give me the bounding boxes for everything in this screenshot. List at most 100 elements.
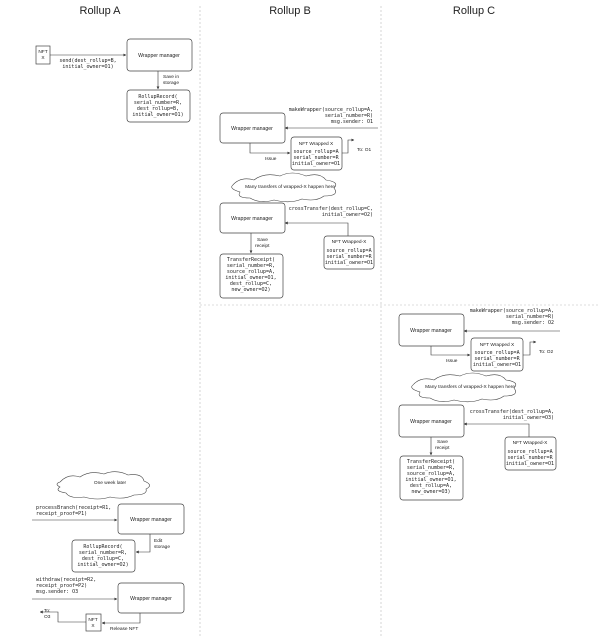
b-receipt-line1: TransferReceipt( <box>227 257 275 263</box>
send-call-line1: send(dest_rollup=B, <box>59 58 116 64</box>
nft-x-label-line2: X <box>41 55 45 61</box>
to-o3-arrow <box>39 610 86 623</box>
b-receipt-line3: source_rollup=A, <box>227 269 275 275</box>
b-nft2-title: NFT Wrapped-X <box>332 239 368 245</box>
c-make-wrapper-line3: msg.sender: O2 <box>512 320 554 326</box>
edit-label-line2: storage <box>154 544 170 550</box>
column-title-rollup-a: Rollup A <box>80 5 122 17</box>
release-arrow <box>101 613 141 625</box>
c-make-wrapper-line1: makeWrapper(source_rollup=A, <box>470 308 554 314</box>
b-to-o1-arrow <box>342 138 355 154</box>
withdraw-line1: withdraw(receipt=R2, <box>36 577 96 583</box>
c-wrapper-label: Wrapper manager <box>410 328 452 334</box>
b-receipt-line5: dest_rollup=C, <box>230 281 272 287</box>
b-receipt-line6: new_owner=O2) <box>231 287 270 293</box>
rollup-a-send-flow: NFT X send(dest_rollup=B, initial_owner=… <box>35 38 193 123</box>
b-save-line1: Save <box>257 237 268 243</box>
process-branch-line2: receipt_proof=P1) <box>36 511 87 517</box>
c-nft1-line2: serial_number=R <box>474 356 520 362</box>
c-cross-transfer-line2: initial_owner=O3) <box>503 415 554 421</box>
b-nft2-line2: serial_number=R <box>326 254 372 260</box>
record1-line2: serial_number=R, <box>134 100 182 106</box>
c-nft1-title: NFT Wrapped X <box>480 342 515 348</box>
c-save-line2: receipt <box>435 445 450 451</box>
c-save-line1: Save <box>437 439 448 445</box>
wrapper-manager-box-a3 <box>117 582 185 614</box>
b-to-o1-label: To: O1 <box>357 147 371 153</box>
a-cloud-label: One week later <box>94 480 127 486</box>
b-nft1-line2: serial_number=R <box>293 155 339 161</box>
c-receipt-line4: initial_owner=O1, <box>405 477 456 483</box>
release-label: Release NFT <box>110 626 138 632</box>
record2-line4: initial_owner=O2) <box>77 562 128 568</box>
save-label-line1: Save in <box>163 74 179 80</box>
record1-line1: RollupRecord( <box>138 94 177 100</box>
b-make-wrapper-line2: serial_number=R) <box>325 113 373 119</box>
c-receipt-line2: serial_number=R, <box>407 465 455 471</box>
wrapper-manager-box-c1 <box>398 313 465 347</box>
to-o3-line1: To: <box>44 608 50 614</box>
b-nft1-line3: initial_owner=O1 <box>292 161 340 167</box>
withdraw-line2: receipt_proof=P2) <box>36 583 87 589</box>
rollup-record-box-2 <box>71 539 136 573</box>
rollup-b-flow: makeWrapper(source_rollup=A, serial_numb… <box>219 107 378 299</box>
b-issue-label: Issue <box>265 156 277 162</box>
b-make-wrapper-line1: makeWrapper(source_rollup=A, <box>289 107 373 113</box>
b-cross-arrow <box>284 221 349 236</box>
b-wrapper-label: Wrapper manager <box>231 126 273 132</box>
wrapper-manager-box-b1 <box>219 112 286 144</box>
b-cloud-label: Many transfers of wrapped-X happen here <box>245 184 335 190</box>
b-cross-transfer-line1: crossTransfer(dest_rollup=C, <box>289 206 373 212</box>
b-cross-transfer-line2: initial_owner=O2) <box>322 212 373 218</box>
c-wrapper2-label: Wrapper manager <box>410 419 452 425</box>
rollup-record-box-1 <box>126 89 191 123</box>
c-cloud-label: Many transfers of wrapped-X happen here <box>425 384 515 390</box>
c-receipt-line5: dest_rollup=A, <box>410 483 452 489</box>
nft-x-box <box>35 45 51 65</box>
c-receipt-line3: source_rollup=A, <box>407 471 455 477</box>
nft-wrapped-box-b2 <box>323 235 375 270</box>
a-cloud-shape <box>56 471 150 500</box>
wrapper-manager-box-a2 <box>117 503 185 535</box>
c-receipt-line1: TransferReceipt( <box>407 459 455 465</box>
c-issue-arrow <box>430 346 471 357</box>
c-to-o2-label: To: O2 <box>539 349 553 355</box>
a-wrapper2-label: Wrapper manager <box>130 517 172 523</box>
nft-x-box-2 <box>85 613 102 632</box>
b-cloud-shape <box>231 172 337 203</box>
wrapper-manager-box-c2 <box>398 404 465 438</box>
rollup-c-flow: makeWrapper(source_rollup=A, serial_numb… <box>398 308 560 501</box>
nft-wrapped-box-b1 <box>290 136 343 171</box>
c-cloud-shape <box>411 372 517 403</box>
nft-wrapped-box-c1 <box>470 337 524 372</box>
c-receipt-line6: new_owner=O3) <box>411 489 450 495</box>
c-nft2-line1: source_rollup=A <box>507 449 552 455</box>
process-branch-line1: processBranch(receipt=R1, <box>36 505 111 511</box>
to-o3-line2: O3 <box>44 614 51 620</box>
wrapper-manager-box-b2 <box>219 202 286 234</box>
b-nft1-title: NFT Wrapped X <box>299 141 334 147</box>
b-nft2-line3: initial_owner=O1 <box>325 260 373 266</box>
save-label-line2: storage <box>163 80 179 86</box>
c-issue-label: Issue <box>446 358 458 364</box>
wrapper-manager-box-a1 <box>126 38 193 72</box>
transfer-receipt-box-b <box>219 253 284 299</box>
column-title-rollup-b: Rollup B <box>269 5 311 17</box>
column-title-rollup-c: Rollup C <box>453 5 495 17</box>
b-receipt-line4: initial_owner=O1, <box>225 275 276 281</box>
b-nft1-line1: source_rollup=A <box>293 149 338 155</box>
record1-line3: dest_rollup=B, <box>137 106 179 112</box>
nft-x2-label-line2: X <box>91 623 95 629</box>
c-cross-arrow <box>463 422 530 437</box>
c-nft2-line2: serial_number=R <box>507 455 553 461</box>
transfer-receipt-box-c <box>399 455 464 501</box>
record2-line2: serial_number=R, <box>79 550 127 556</box>
edit-label-line1: Edit <box>154 538 163 544</box>
record1-line4: initial_owner=O1) <box>132 112 183 118</box>
c-make-wrapper-line2: serial_number=R) <box>506 314 554 320</box>
record2-line3: dest_rollup=C, <box>82 556 124 562</box>
a-wrapper3-label: Wrapper manager <box>130 596 172 602</box>
b-nft2-line1: source_rollup=A <box>326 248 371 254</box>
c-nft1-line1: source_rollup=A <box>474 350 519 356</box>
